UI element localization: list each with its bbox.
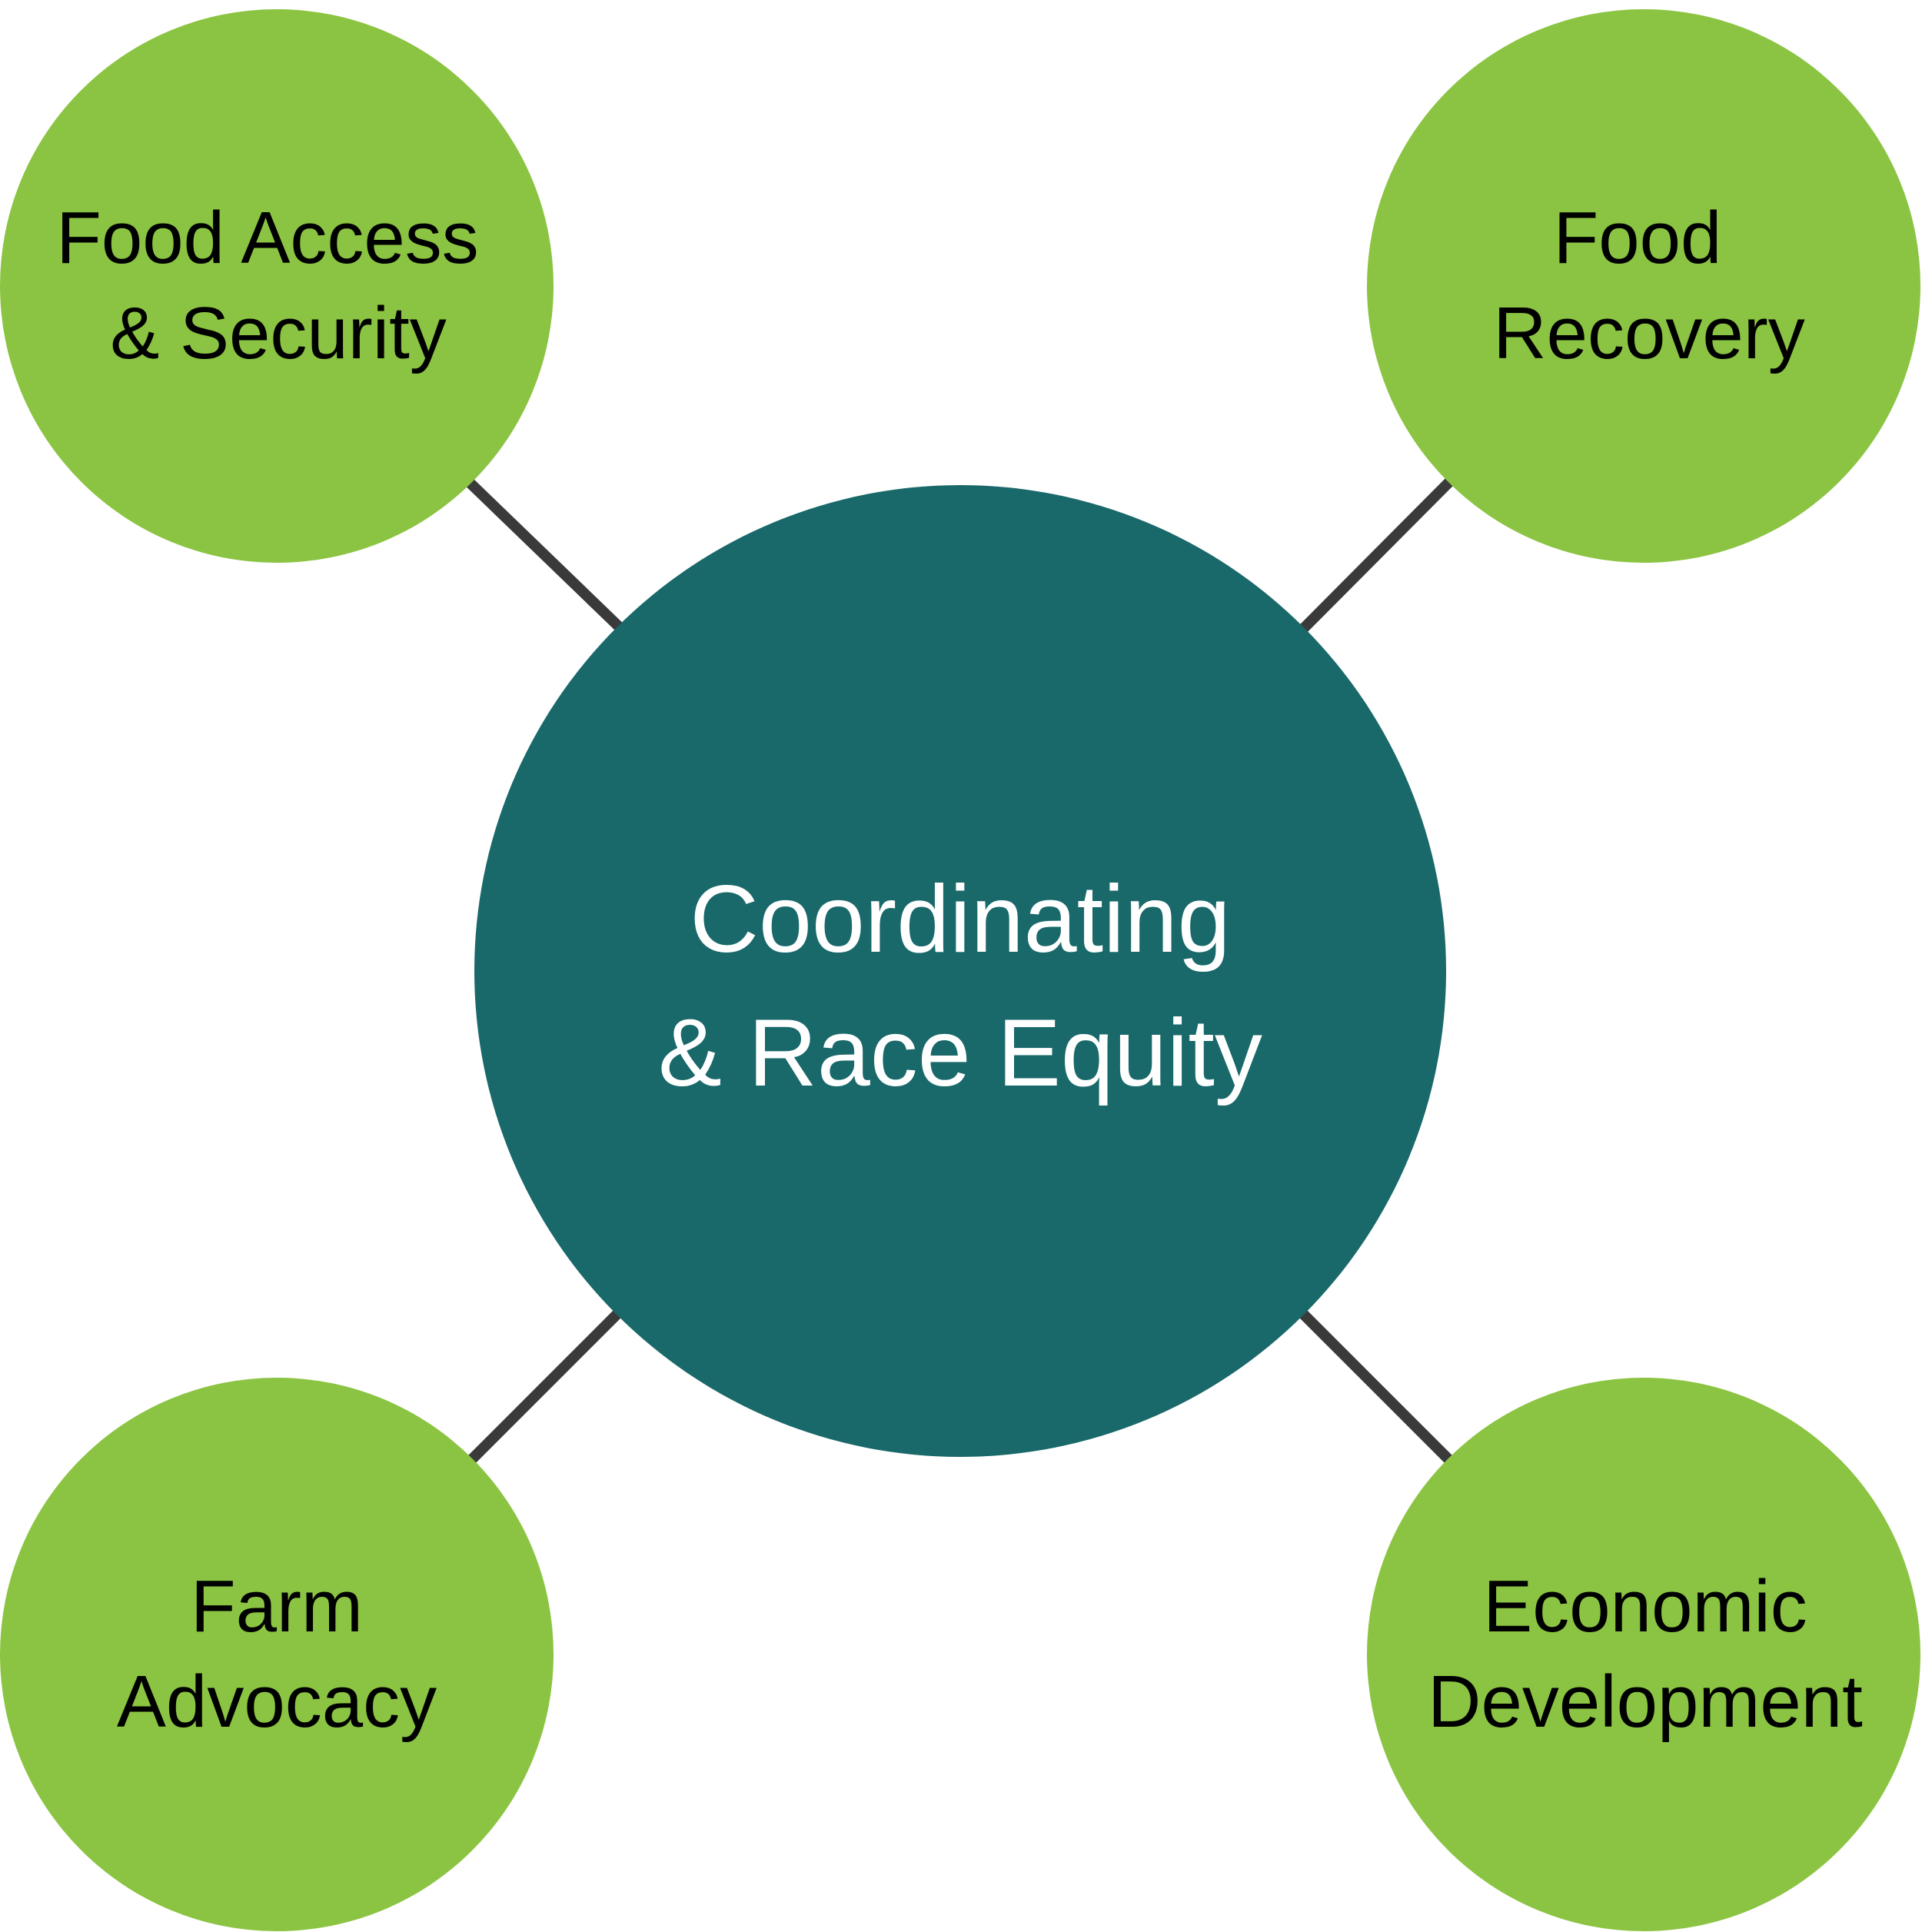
node-circle bbox=[1367, 9, 1920, 563]
node-label-line1: Economic bbox=[1483, 1565, 1807, 1648]
hub-label-line2: & Race Equity bbox=[658, 1000, 1262, 1106]
hub-circle bbox=[474, 485, 1446, 1457]
hub-node: Coordinating & Race Equity bbox=[474, 485, 1446, 1457]
node-label-line2: & Security bbox=[110, 292, 446, 374]
node-circle bbox=[1367, 1378, 1920, 1931]
node-circle bbox=[0, 1378, 554, 1931]
node-label-line1: Farm bbox=[191, 1565, 363, 1648]
node-economic-development: Economic Development bbox=[1367, 1378, 1920, 1931]
node-farm-advocacy: Farm Advocacy bbox=[0, 1378, 554, 1931]
node-label-line2: Advocacy bbox=[117, 1661, 437, 1743]
node-food-access-security: Food Access & Security bbox=[0, 9, 554, 563]
node-circle bbox=[0, 9, 554, 563]
connector-top-left bbox=[461, 474, 625, 633]
node-label-line1: Food bbox=[1554, 197, 1722, 279]
node-label-line2: Development bbox=[1428, 1661, 1863, 1743]
hub-label-line1: Coordinating bbox=[690, 866, 1230, 973]
connector-bottom-right bbox=[1297, 1308, 1457, 1468]
node-label-line1: Food Access bbox=[56, 197, 479, 279]
connector-bottom-left bbox=[464, 1306, 625, 1468]
connector-top-right bbox=[1299, 474, 1457, 633]
node-food-recovery: Food Recovery bbox=[1367, 9, 1920, 563]
node-label-line2: Recovery bbox=[1493, 292, 1804, 374]
